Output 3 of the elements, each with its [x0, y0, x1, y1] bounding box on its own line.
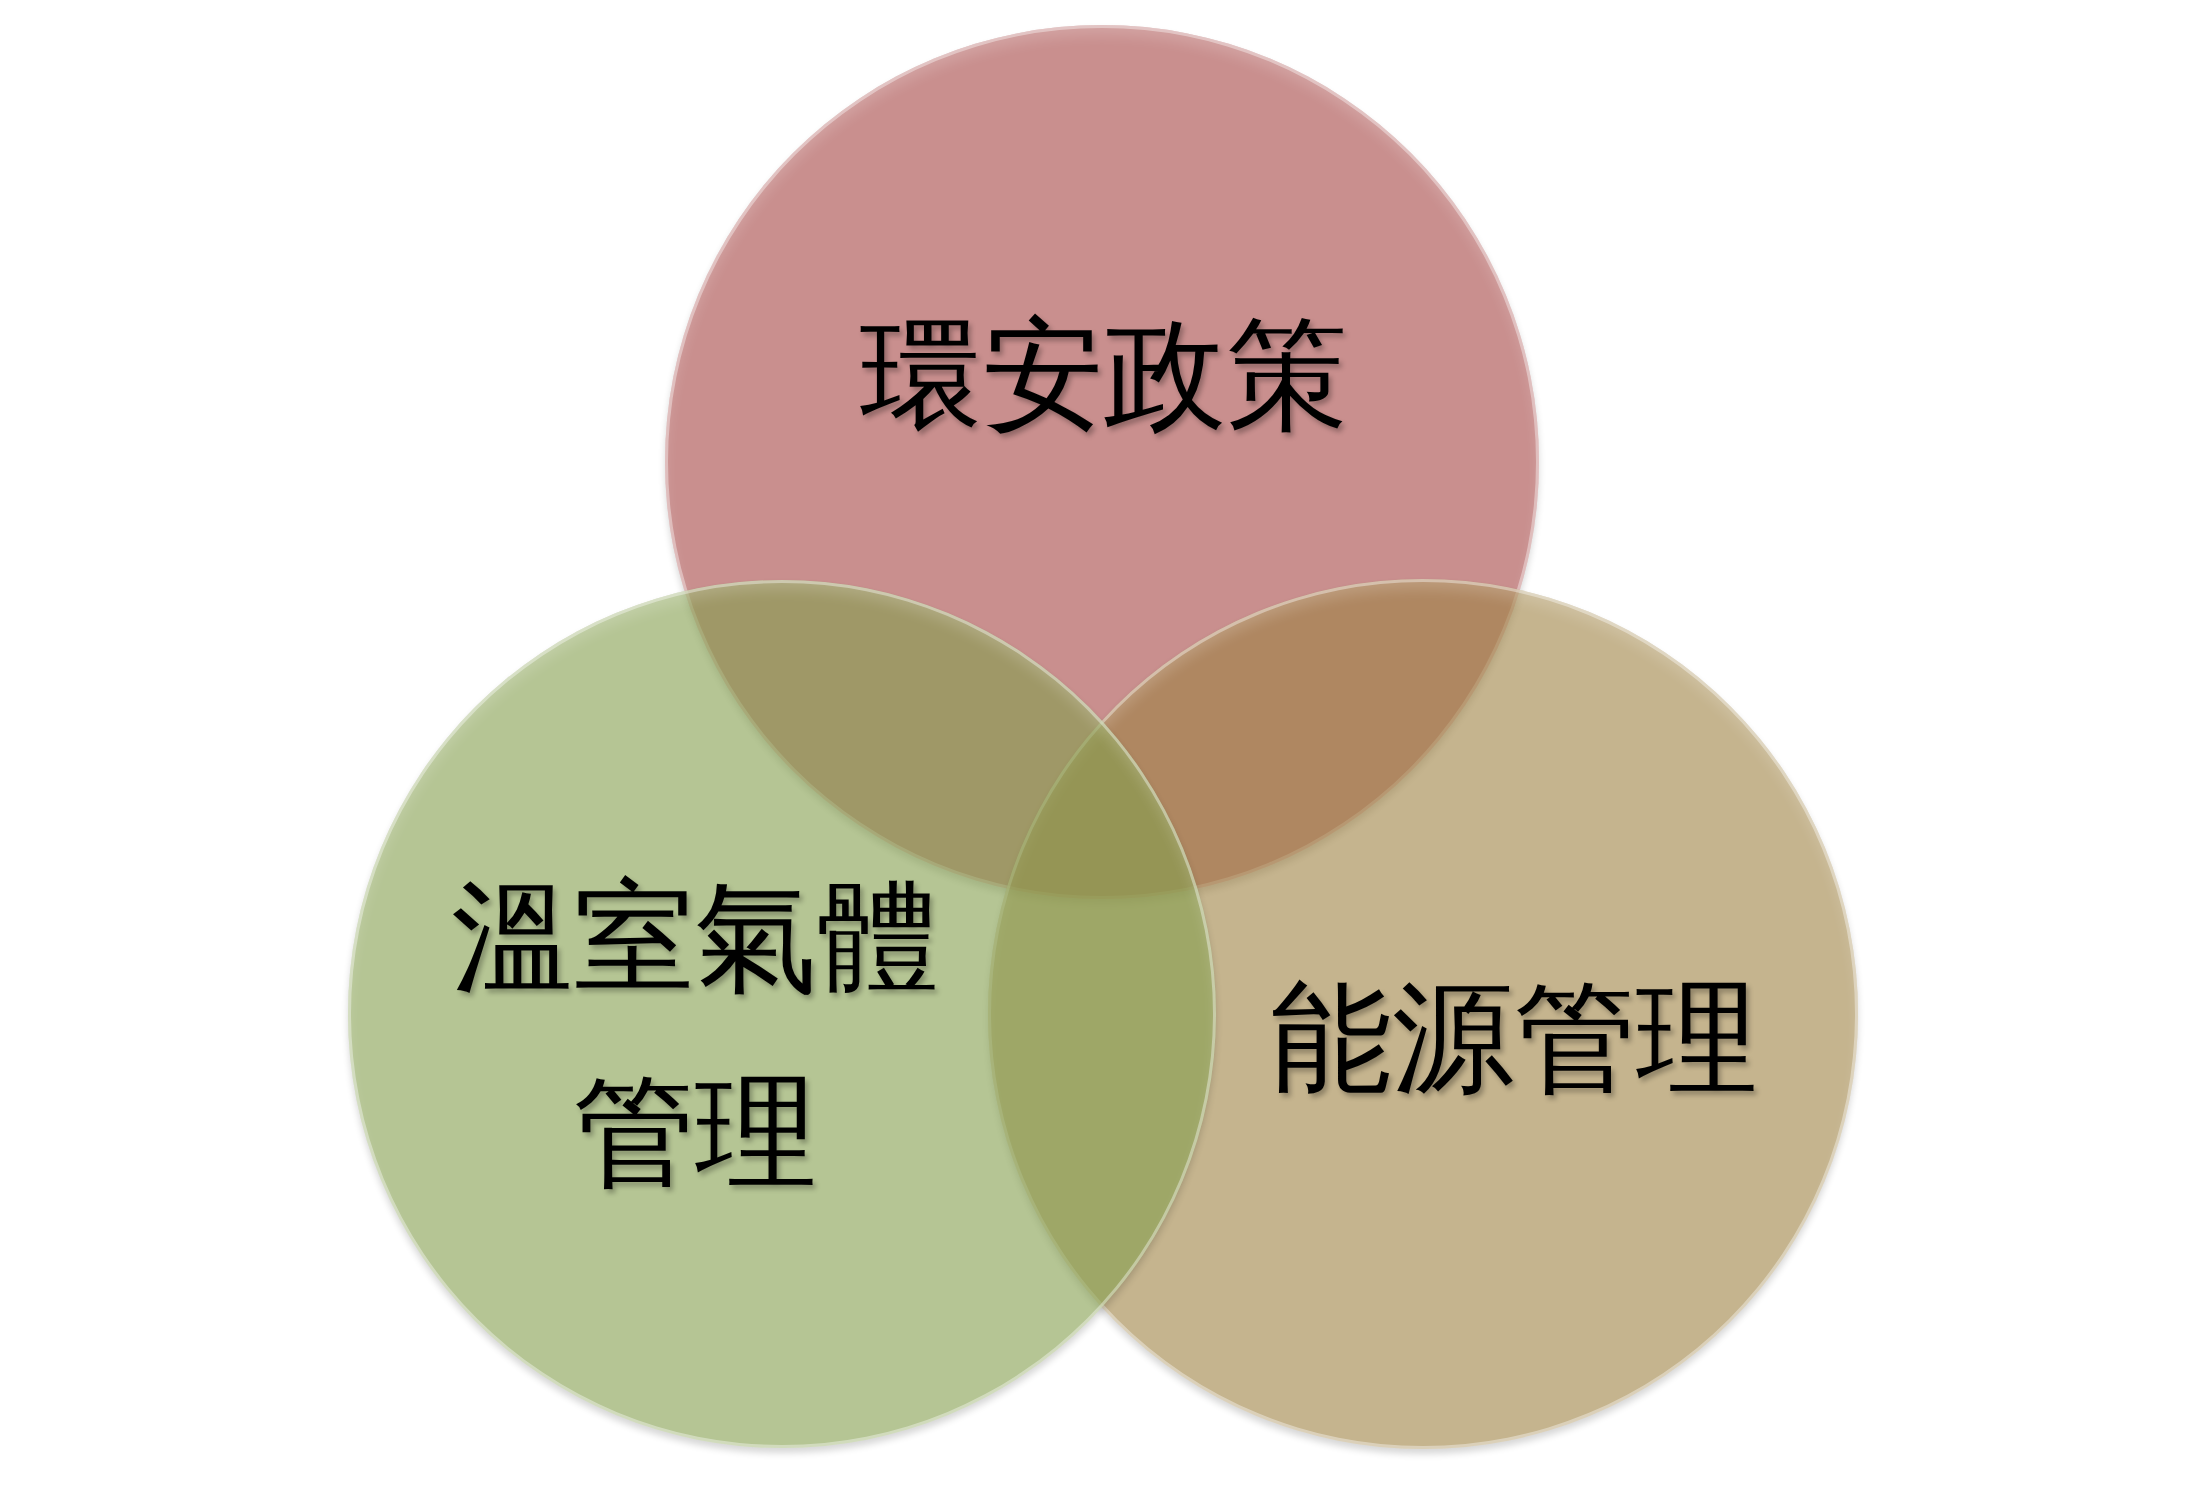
circle-label: 環安政策 [860, 302, 1348, 448]
circle-label: 溫室氣體管理 [450, 864, 940, 1205]
circle-label: 能源管理 [1270, 965, 1758, 1111]
